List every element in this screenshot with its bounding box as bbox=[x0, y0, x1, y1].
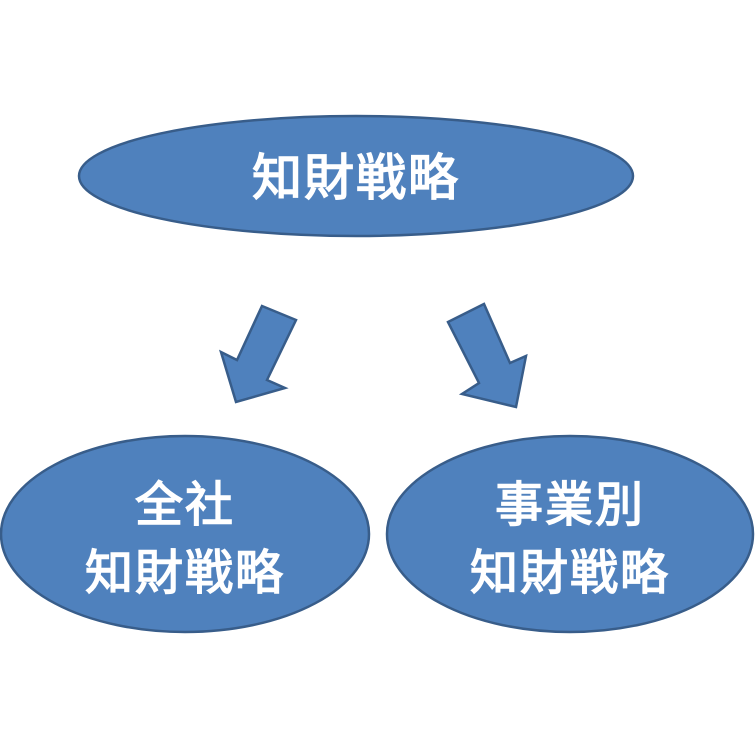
node-right-line1: 事業別 bbox=[495, 477, 645, 533]
node-right-line2: 知財戦略 bbox=[470, 545, 670, 601]
node-left-line2: 知財戦略 bbox=[85, 545, 285, 601]
node-right: 事業別 知財戦略 bbox=[385, 434, 755, 634]
node-top-ellipse bbox=[77, 114, 635, 238]
node-top: 知財戦略 bbox=[77, 114, 635, 238]
node-right-ellipse bbox=[385, 434, 755, 634]
arrow-down-left-icon bbox=[218, 304, 298, 404]
node-left: 全社 知財戦略 bbox=[0, 434, 371, 634]
node-left-ellipse bbox=[0, 434, 371, 634]
node-top-label: 知財戦略 bbox=[252, 149, 460, 207]
node-left-line1: 全社 bbox=[134, 477, 235, 533]
arrow-down-right-icon bbox=[446, 302, 528, 409]
